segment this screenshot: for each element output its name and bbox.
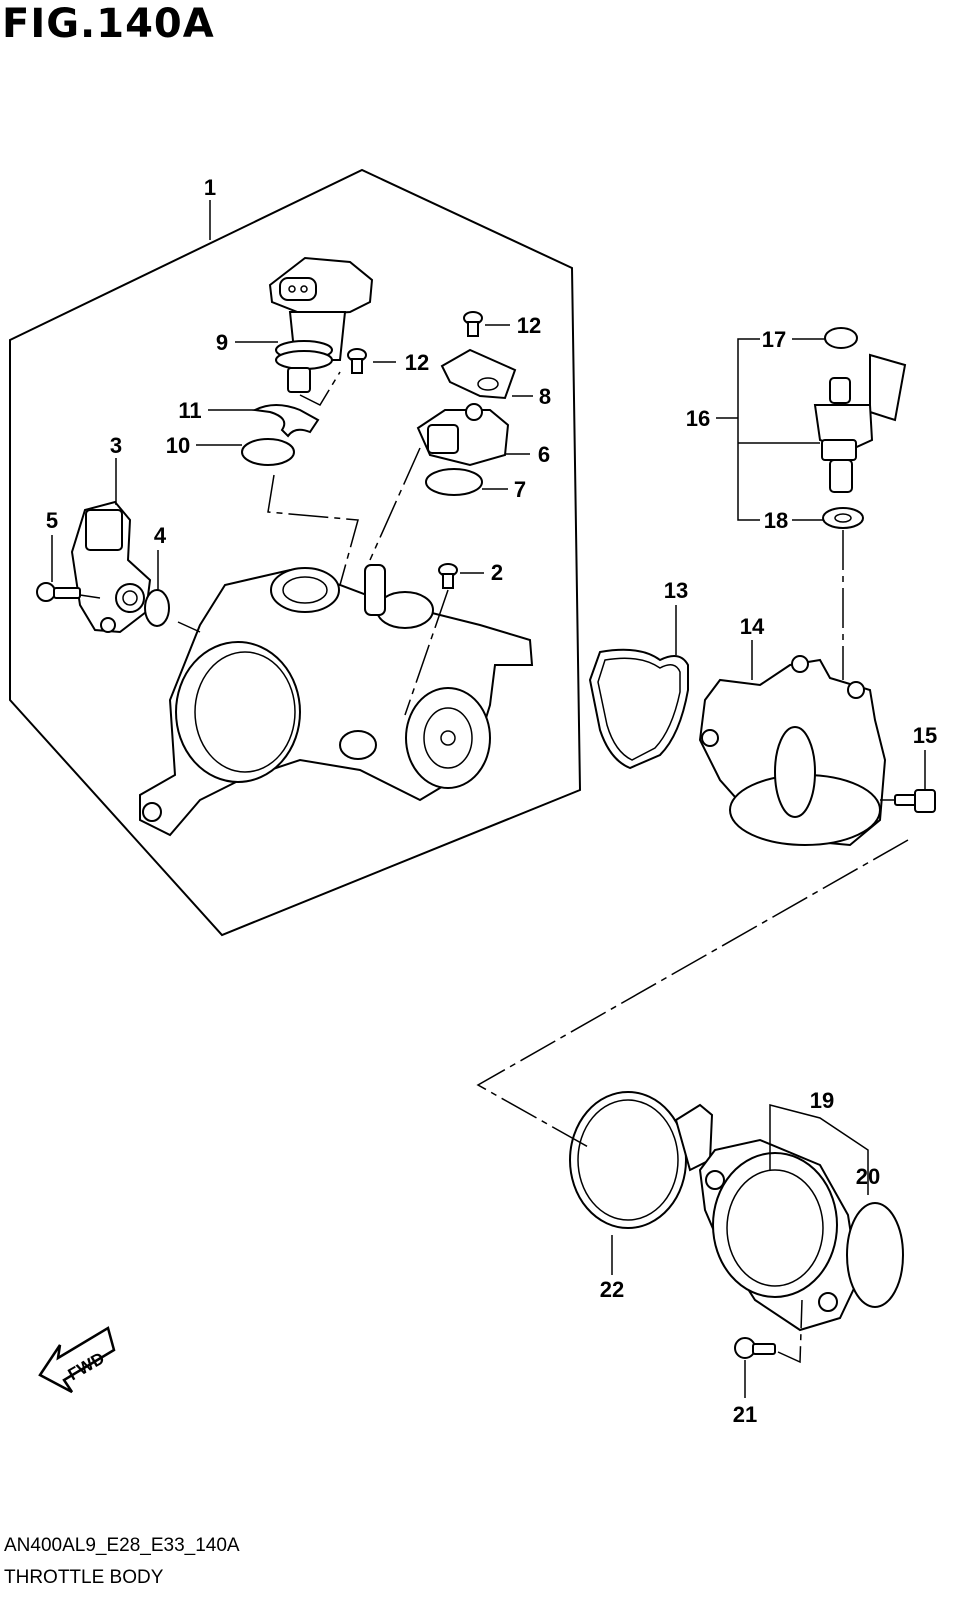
part-12-screw [347, 348, 367, 374]
callout-12: 12 [517, 313, 541, 338]
callout-10: 10 [166, 433, 190, 458]
part-17-seal [824, 327, 858, 349]
callout-16: 16 [686, 406, 710, 431]
callout-21: 21 [733, 1402, 757, 1427]
part-14-adapter [698, 655, 887, 847]
part-20-o-ring [846, 1202, 904, 1308]
callout-15: 15 [913, 723, 937, 748]
callout-20: 20 [856, 1164, 880, 1189]
part-16-injector [813, 353, 907, 493]
callout-7: 7 [514, 477, 526, 502]
callout-13: 13 [664, 578, 688, 603]
part-8-plate [440, 348, 517, 400]
callout-8: 8 [539, 384, 551, 409]
callout-18: 18 [764, 508, 788, 533]
part-21-bolt [734, 1337, 776, 1359]
part-4-o-ring [144, 589, 170, 627]
callout-14: 14 [740, 614, 765, 639]
callout-11: 11 [178, 398, 201, 423]
callout-19: 19 [810, 1088, 834, 1113]
callout-1: 1 [204, 175, 216, 200]
callout-17: 17 [762, 327, 786, 352]
throttle-body [139, 564, 534, 837]
callout-3: 3 [110, 433, 122, 458]
figure-code: AN400AL9_E28_E33_140A [4, 1535, 240, 1556]
callout-5: 5 [46, 508, 58, 533]
part-2-screw [438, 563, 458, 589]
assembly-outline [9, 168, 582, 937]
part-9-sensor [268, 256, 374, 393]
part-11-clip [251, 404, 320, 438]
part-3-sensor [70, 500, 152, 634]
callout-22: 22 [600, 1277, 624, 1302]
part-10-o-ring [241, 438, 295, 466]
part-12-screw [463, 311, 483, 337]
figure-title: FIG.140A [2, 1, 215, 47]
fwd-arrow-icon: FWD [38, 1326, 116, 1394]
part-6-sensor [416, 403, 510, 467]
part-13-gasket [588, 648, 689, 770]
callout-labels: 1 2 3 4 5 6 7 8 9 10 11 12 12 13 14 15 1… [46, 175, 937, 1427]
part-18-seal [822, 507, 864, 529]
part-19-intake-boot [698, 1138, 860, 1332]
callout-6: 6 [538, 442, 550, 467]
part-15-bolt [894, 789, 936, 813]
leader-lines [51, 324, 926, 1398]
part-7-o-ring [425, 468, 483, 496]
callout-2: 2 [491, 560, 503, 585]
callout-4: 4 [154, 523, 167, 548]
figure-name: THROTTLE BODY [4, 1567, 164, 1588]
part-22-clamp [569, 1091, 714, 1229]
callout-12: 12 [405, 350, 429, 375]
callout-9: 9 [216, 330, 228, 355]
part-5-screw [36, 582, 81, 602]
